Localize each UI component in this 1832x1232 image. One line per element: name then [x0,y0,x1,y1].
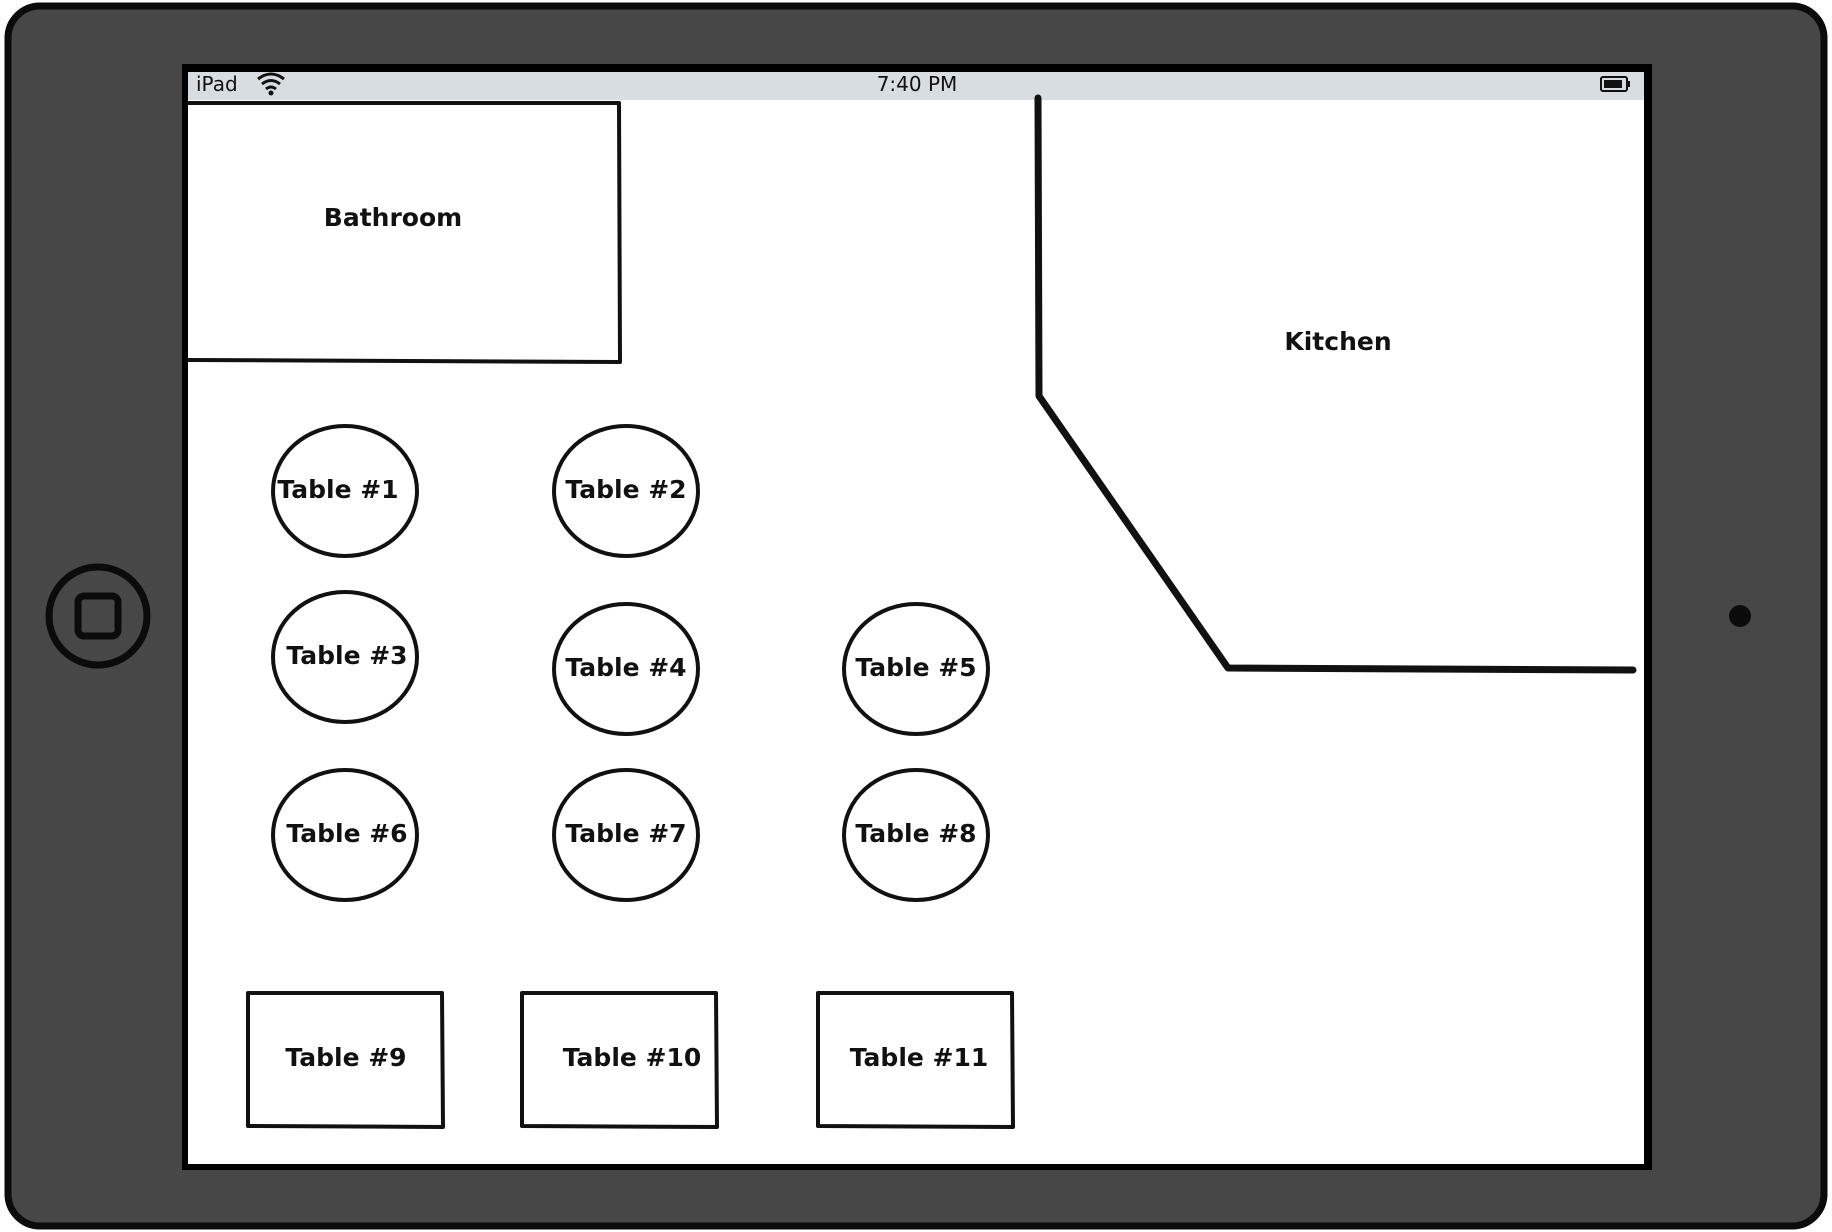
table-5-label: Table #5 [855,653,976,682]
home-button-icon[interactable] [45,563,151,669]
wifi-icon [257,72,285,96]
table-5[interactable]: Table #5 [842,602,990,736]
status-time: 7:40 PM [877,72,958,96]
table-3[interactable]: Table #3 [271,590,419,724]
kitchen-room[interactable]: Kitchen [1034,94,1637,674]
bathroom-room[interactable]: Bathroom [187,101,622,364]
camera-icon [1729,605,1751,627]
battery-icon [1600,76,1630,92]
table-2-label: Table #2 [565,475,686,504]
status-bar: iPad 7:40 PM [188,72,1644,100]
table-11-label: Table #11 [850,1043,989,1072]
bathroom-label: Bathroom [324,203,462,232]
kitchen-label: Kitchen [1284,327,1391,356]
table-8-label: Table #8 [855,819,976,848]
table-8[interactable]: Table #8 [842,768,990,902]
table-9-label: Table #9 [285,1043,406,1072]
table-4-label: Table #4 [565,653,686,682]
table-4[interactable]: Table #4 [552,602,700,736]
status-device-label: iPad [196,72,238,96]
table-9[interactable]: Table #9 [246,991,445,1129]
table-1-label: Table #1 [277,475,398,504]
table-11[interactable]: Table #11 [816,991,1015,1129]
table-3-label: Table #3 [286,641,407,670]
table-10[interactable]: Table #10 [520,991,719,1129]
table-1[interactable]: Table #1 [271,424,419,558]
table-10-label: Table #10 [563,1043,702,1072]
table-2[interactable]: Table #2 [552,424,700,558]
table-7-label: Table #7 [565,819,686,848]
table-6-label: Table #6 [286,819,407,848]
table-6[interactable]: Table #6 [271,768,419,902]
table-7[interactable]: Table #7 [552,768,700,902]
